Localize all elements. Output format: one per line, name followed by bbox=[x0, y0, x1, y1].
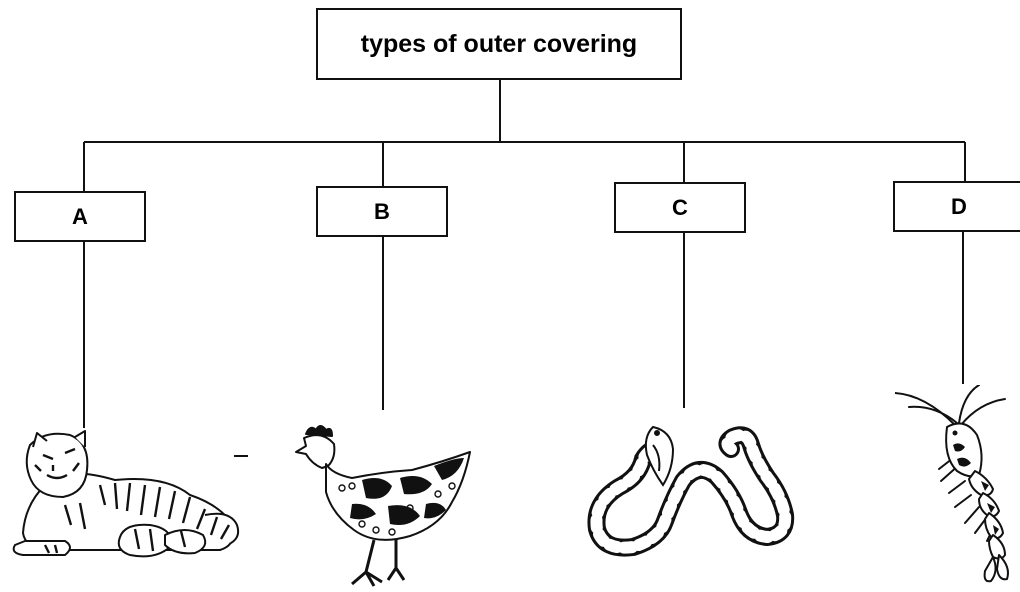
tiger-icon bbox=[12, 430, 240, 558]
prawn-icon bbox=[895, 385, 1009, 583]
category-box-d: D bbox=[893, 181, 1020, 232]
category-box-a: A bbox=[14, 191, 146, 242]
category-label-d: D bbox=[951, 193, 967, 219]
snake-icon bbox=[587, 425, 795, 557]
root-box: types of outer covering bbox=[316, 8, 682, 80]
category-label-b: B bbox=[374, 198, 390, 224]
root-label: types of outer covering bbox=[360, 29, 638, 58]
category-box-b: B bbox=[316, 186, 448, 237]
hen-icon bbox=[295, 425, 471, 587]
category-label-a: A bbox=[72, 203, 88, 229]
category-label-c: C bbox=[672, 194, 688, 220]
category-box-c: C bbox=[614, 182, 746, 233]
